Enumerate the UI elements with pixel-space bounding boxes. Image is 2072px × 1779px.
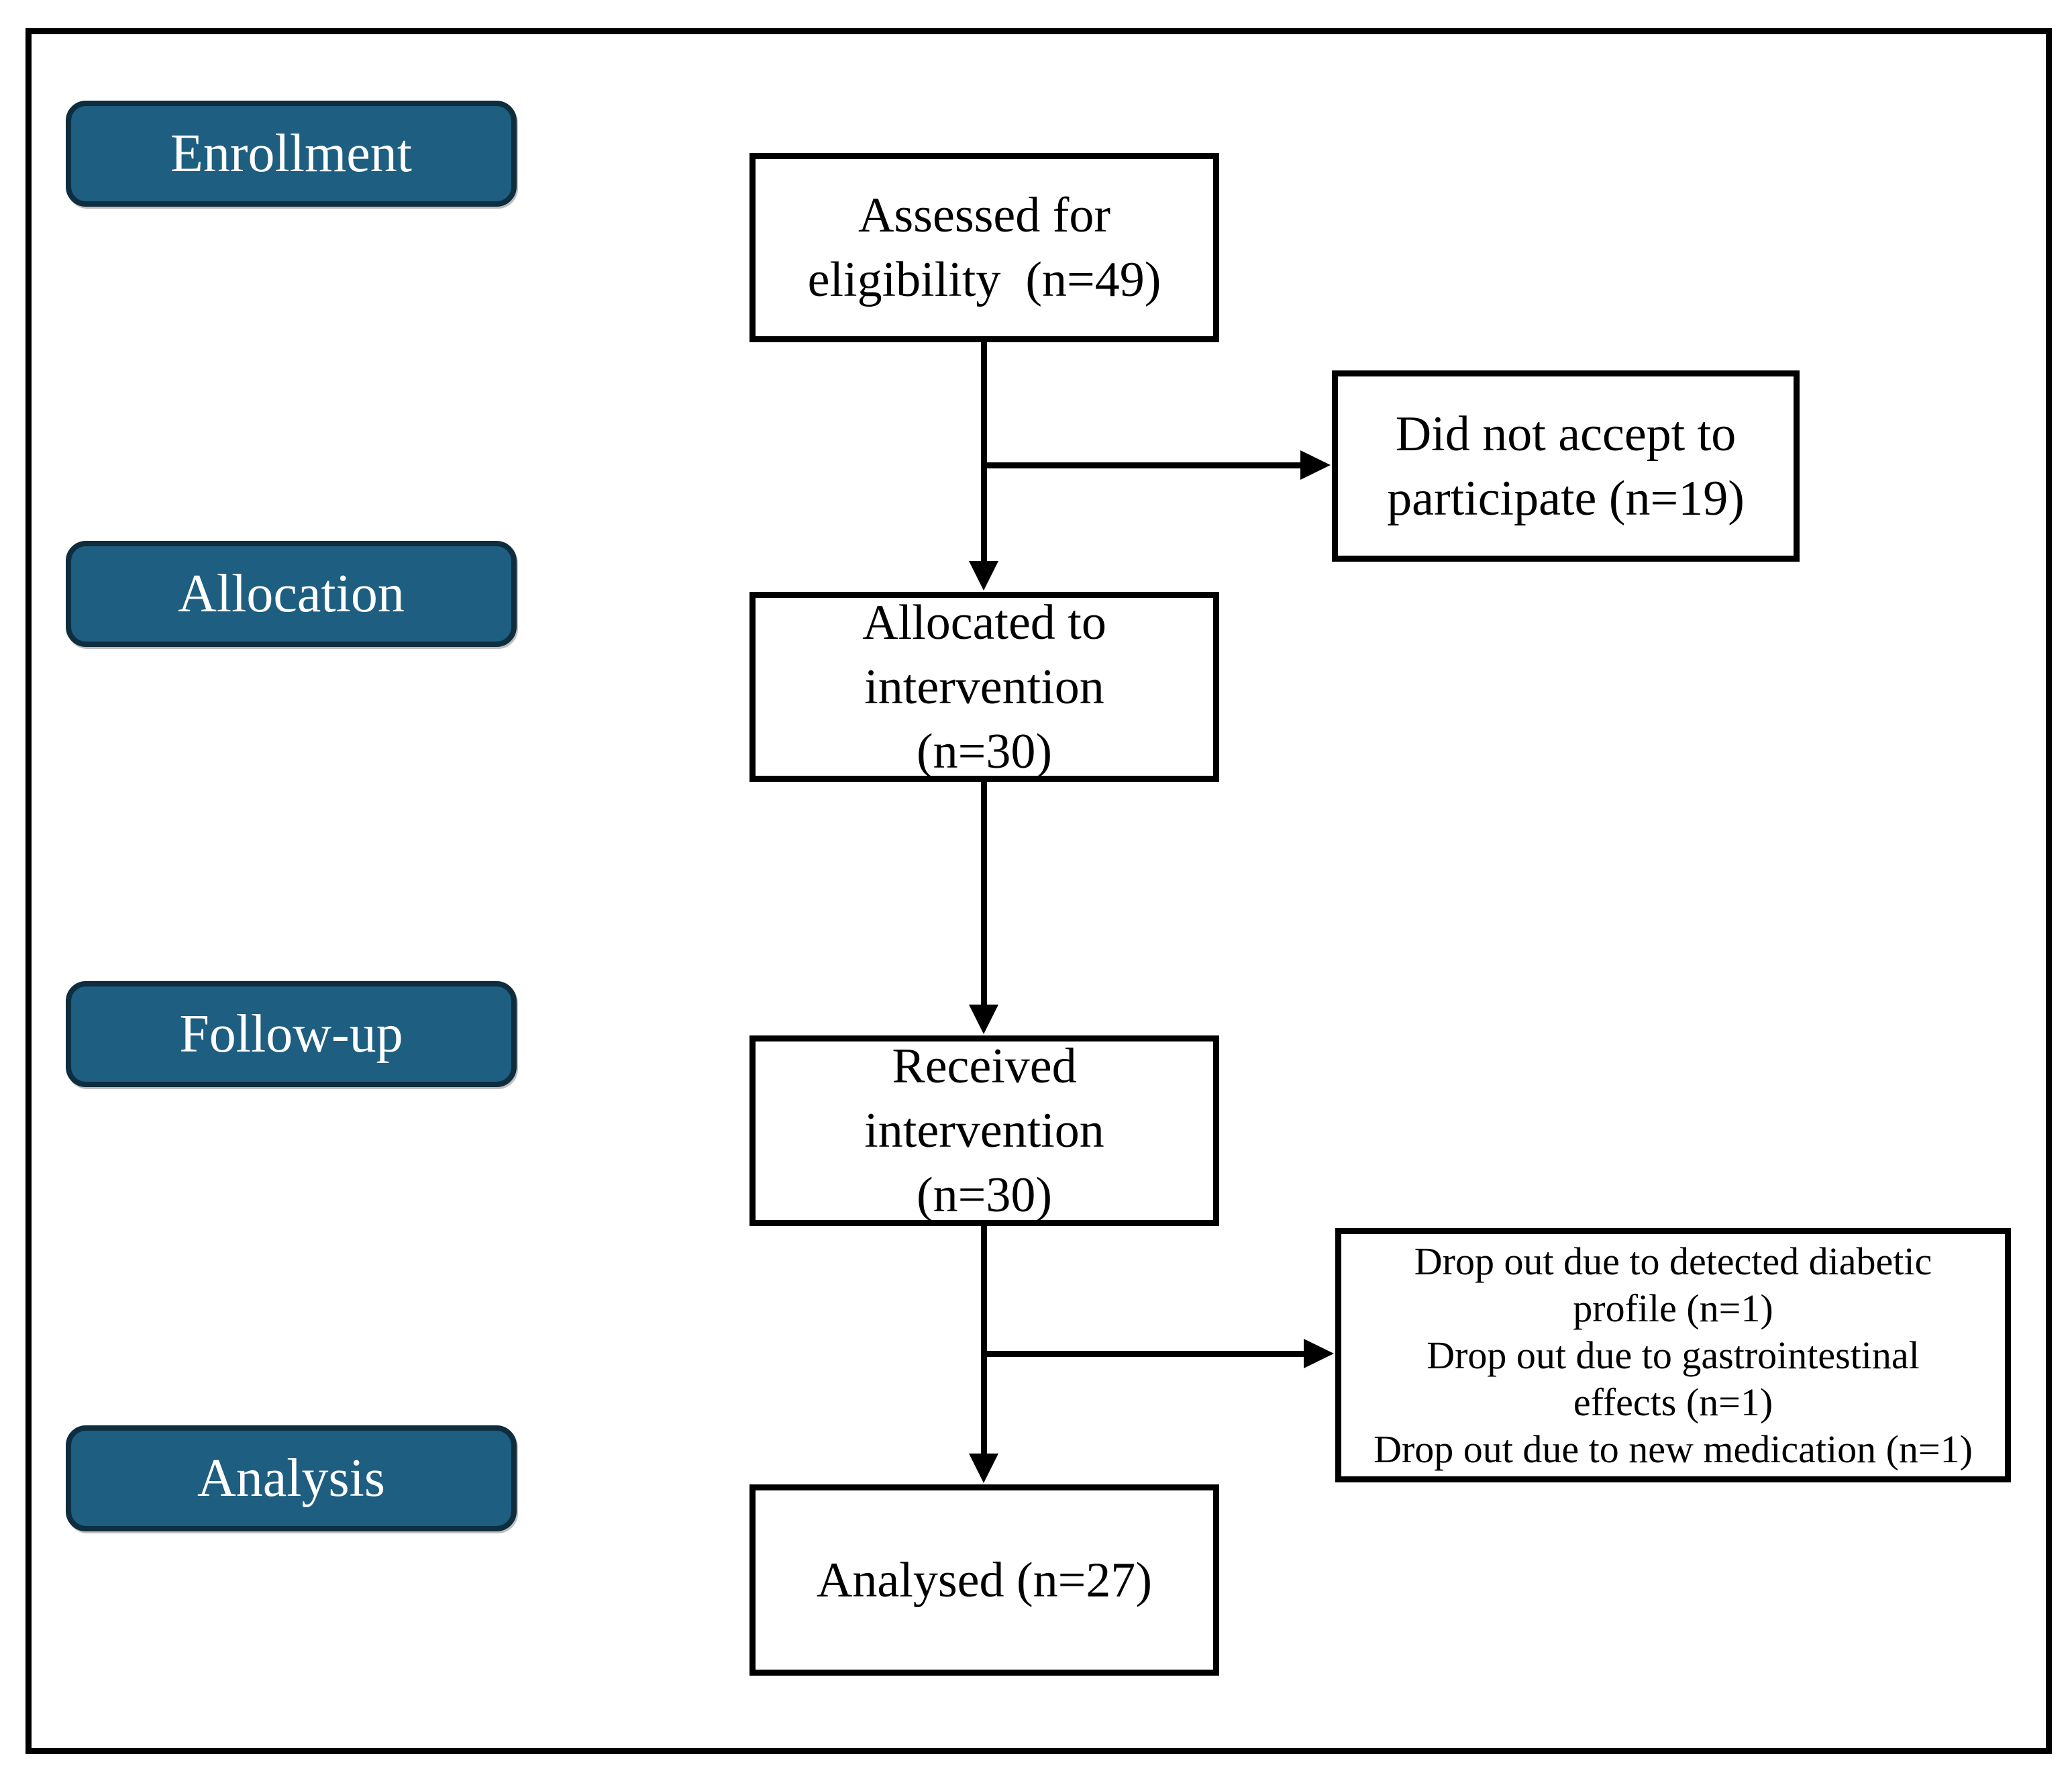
stage-label-follow-up: Follow-up bbox=[66, 981, 517, 1087]
arrowhead bbox=[969, 1454, 998, 1483]
stage-label-text: Enrollment bbox=[170, 123, 412, 183]
box-text-line: Analysed (n=27) bbox=[816, 1552, 1152, 1608]
stage-label-text: Allocation bbox=[178, 564, 405, 623]
arrow-line bbox=[981, 342, 987, 564]
arrow-line bbox=[981, 462, 1302, 468]
box-analysed: Analysed (n=27) bbox=[749, 1484, 1219, 1676]
arrowhead bbox=[1304, 1339, 1334, 1368]
arrowhead bbox=[1300, 450, 1331, 480]
arrowhead bbox=[969, 561, 998, 591]
box-text-line: intervention bbox=[864, 659, 1104, 715]
box-assessed-for-eligibility: Assessed for eligibility (n=49) bbox=[749, 153, 1219, 342]
box-text-line: (n=30) bbox=[916, 1168, 1053, 1223]
box-dropout-reasons: Drop out due to detected diabetic profil… bbox=[1335, 1228, 2011, 1482]
box-text-line: profile (n=1) bbox=[1573, 1286, 1773, 1330]
box-text-line: Drop out due to new medication (n=1) bbox=[1374, 1427, 1973, 1471]
box-text-line: eligibility (n=49) bbox=[807, 252, 1161, 307]
stage-label-allocation: Allocation bbox=[66, 541, 517, 647]
box-text-line: participate (n=19) bbox=[1387, 470, 1745, 526]
box-text-line: Allocated to bbox=[862, 595, 1106, 650]
box-text-line: Drop out due to gastrointestinal bbox=[1427, 1333, 1920, 1377]
box-text-line: (n=30) bbox=[916, 723, 1053, 779]
arrow-line bbox=[981, 1351, 1305, 1357]
box-did-not-accept: Did not accept to participate (n=19) bbox=[1332, 370, 1800, 562]
figure-border bbox=[25, 28, 2052, 1754]
box-text-line: intervention bbox=[864, 1103, 1104, 1158]
arrowhead bbox=[969, 1005, 998, 1034]
stage-label-enrollment: Enrollment bbox=[66, 101, 517, 207]
box-text-line: Did not accept to bbox=[1395, 406, 1737, 462]
stage-label-analysis: Analysis bbox=[66, 1425, 517, 1531]
box-received-intervention: Received intervention (n=30) bbox=[749, 1035, 1219, 1226]
box-text-line: effects (n=1) bbox=[1573, 1380, 1773, 1424]
stage-label-text: Analysis bbox=[197, 1448, 385, 1508]
arrow-line bbox=[981, 782, 987, 1007]
box-text-line: Received bbox=[892, 1039, 1077, 1094]
stage-label-text: Follow-up bbox=[179, 1004, 403, 1064]
box-text-line: Assessed for bbox=[858, 188, 1111, 243]
box-allocated-to-intervention: Allocated to intervention (n=30) bbox=[749, 592, 1219, 782]
box-text-line: Drop out due to detected diabetic bbox=[1414, 1239, 1932, 1283]
arrow-line bbox=[981, 1226, 987, 1456]
